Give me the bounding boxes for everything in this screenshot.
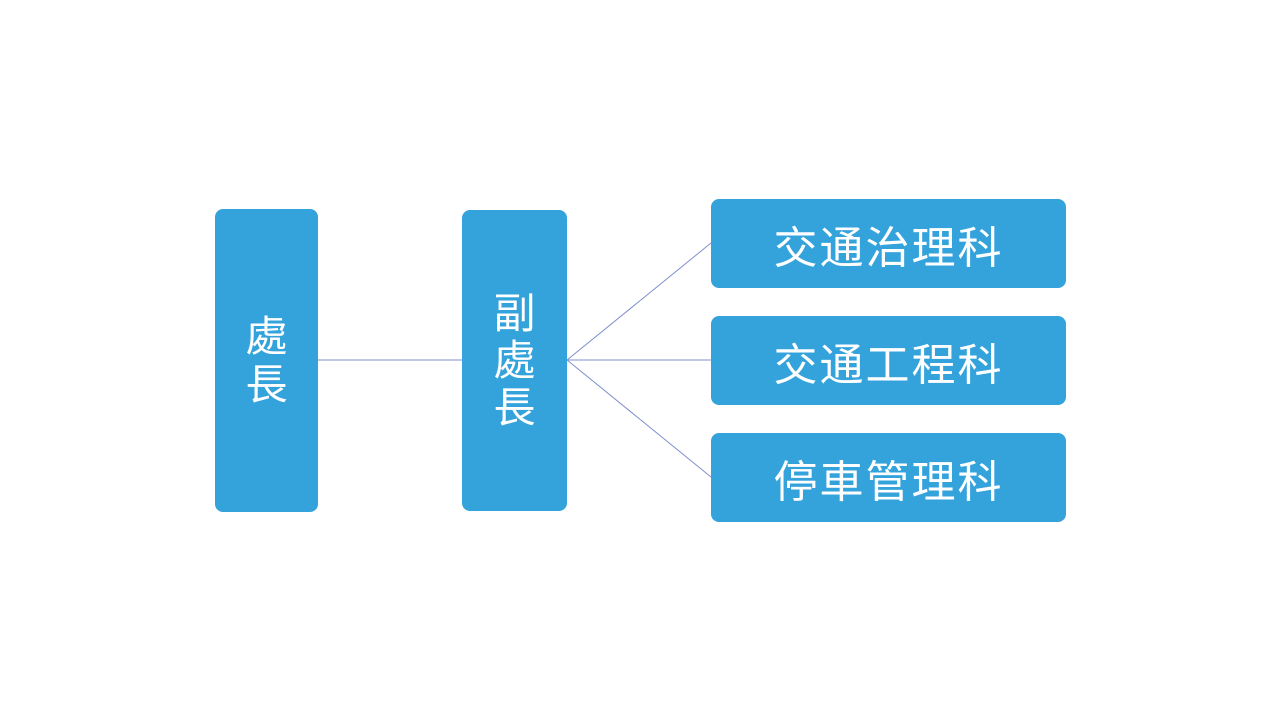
section-label: 交通治理科 <box>773 222 1004 274</box>
section-node-traffic-engineering[interactable]: 交通工程科 <box>711 316 1066 405</box>
connector-deputy-section-1 <box>566 242 712 361</box>
vertical-char: 長 <box>245 359 288 409</box>
section-label: 停車管理科 <box>773 456 1004 508</box>
vertical-char: 長 <box>493 383 536 433</box>
section-node-traffic-governance[interactable]: 交通治理科 <box>711 199 1066 288</box>
vertical-char: 副 <box>493 288 536 338</box>
section-node-parking-management[interactable]: 停車管理科 <box>711 433 1066 522</box>
vertical-char: 處 <box>245 312 288 362</box>
deputy-director-node[interactable]: 副處長 <box>462 210 567 511</box>
vertical-char: 處 <box>493 335 536 385</box>
director-node[interactable]: 處長 <box>215 209 318 512</box>
section-label: 交通工程科 <box>773 339 1004 391</box>
director-label: 處長 <box>245 313 287 407</box>
deputy-director-label: 副處長 <box>493 290 535 431</box>
connector-deputy-section-3 <box>566 359 712 478</box>
